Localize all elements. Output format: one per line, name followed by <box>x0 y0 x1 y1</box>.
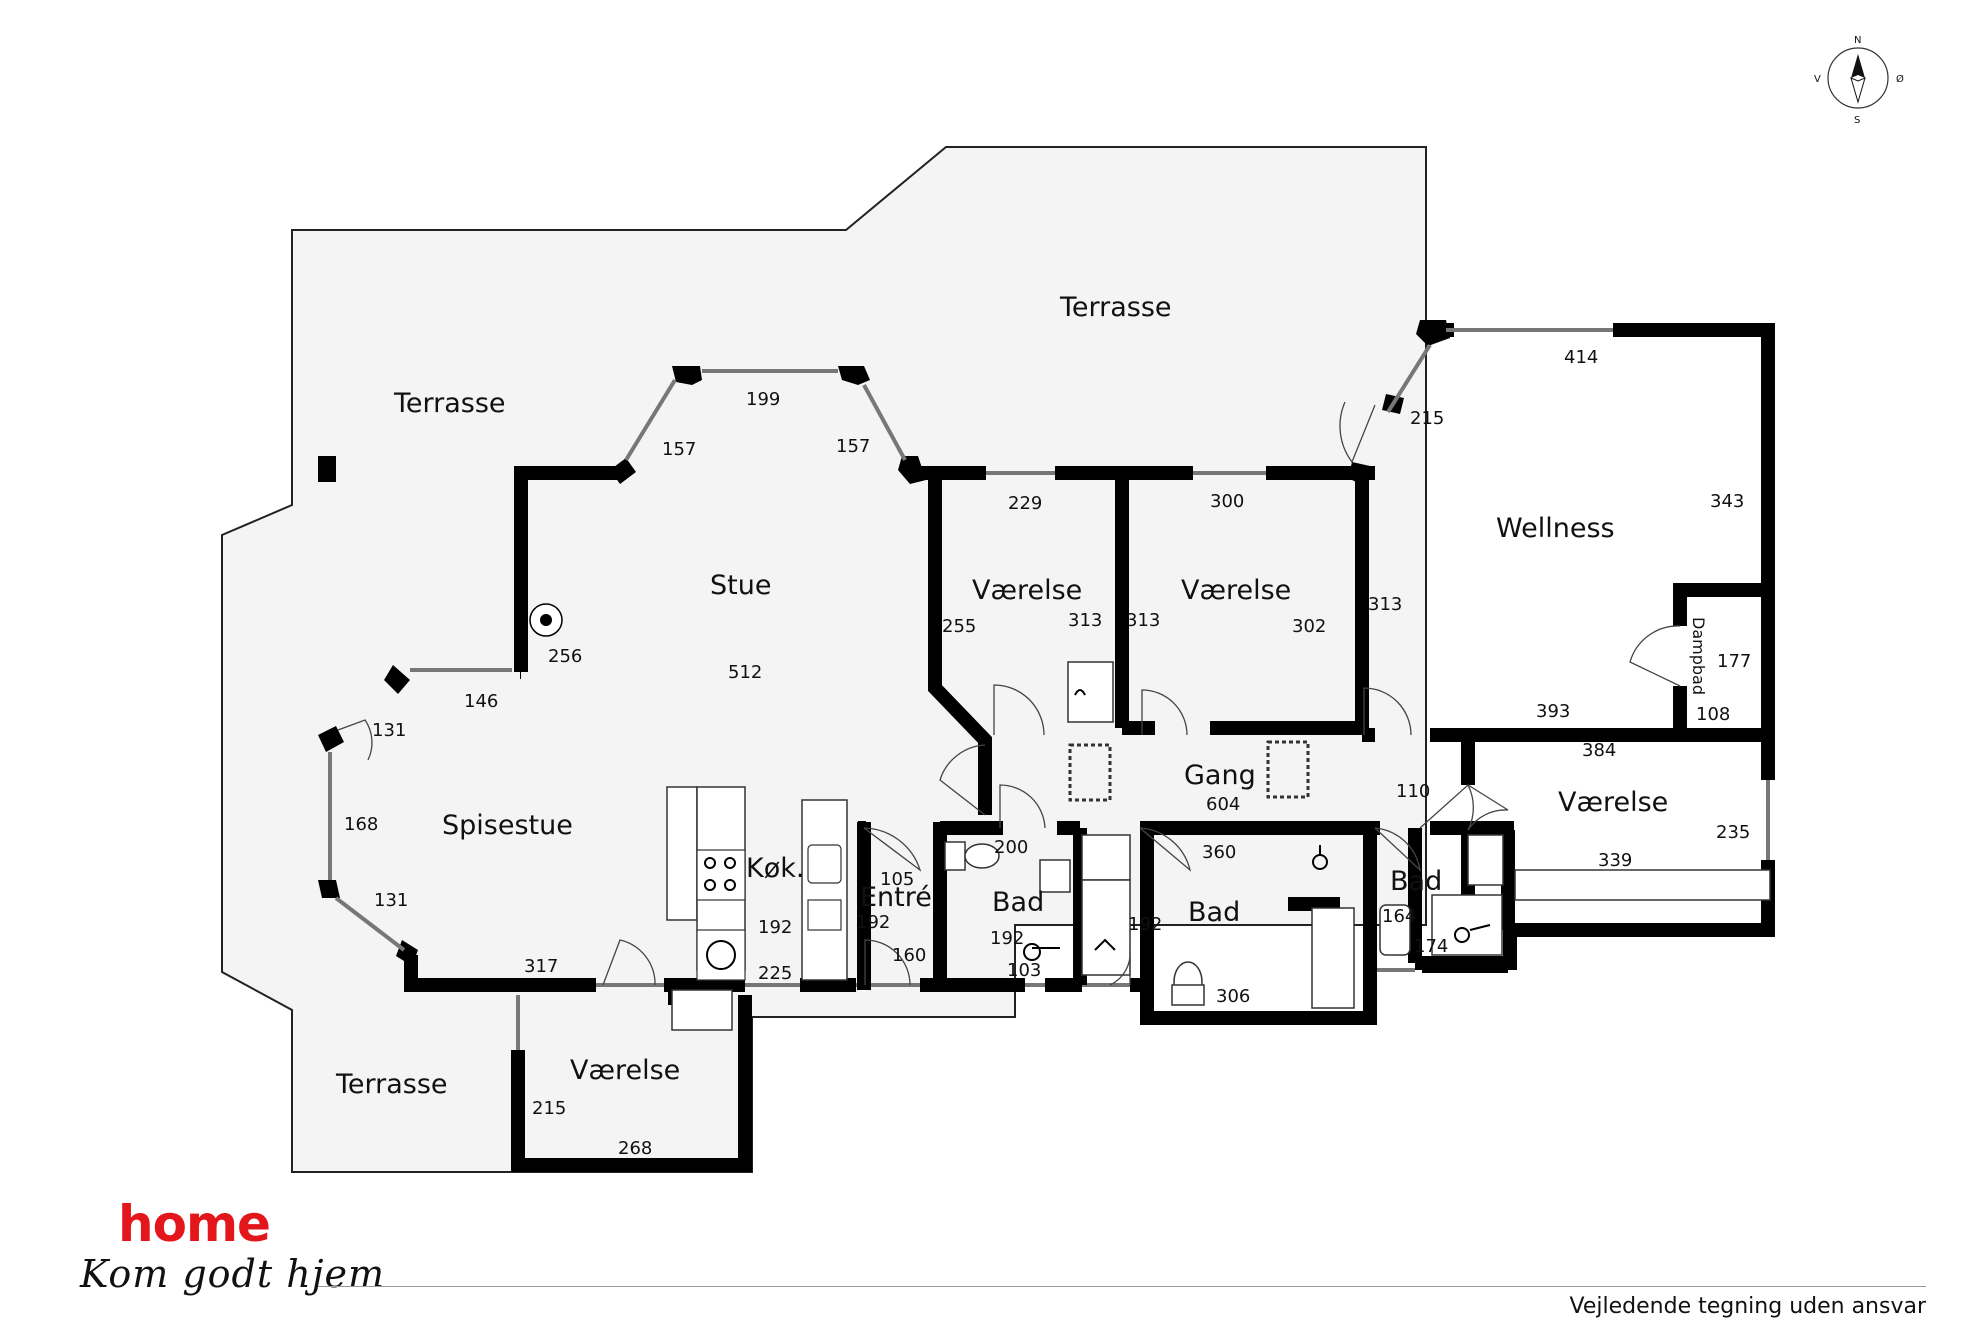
room-terrasse-top: Terrasse <box>1059 292 1172 323</box>
dim-label: 604 <box>1206 794 1240 815</box>
dim-label: 215 <box>1410 408 1444 429</box>
dim-label: 255 <box>942 616 976 637</box>
dim-label: 317 <box>524 956 558 977</box>
dim-label: 131 <box>374 890 408 911</box>
room-bad-1: Bad <box>992 887 1044 918</box>
room-gang: Gang <box>1184 760 1256 791</box>
brand-logo: home <box>118 1195 271 1253</box>
compass-icon: N S Ø V <box>1814 35 1904 126</box>
door-swings <box>337 401 1681 986</box>
dim-label: 192 <box>856 912 890 933</box>
room-terrasse-left: Terrasse <box>393 388 506 419</box>
dim-label: 339 <box>1598 850 1632 871</box>
room-vaerelse-3: Værelse <box>1558 787 1668 818</box>
dim-label: 157 <box>662 439 696 460</box>
dim-label: 313 <box>1126 610 1160 631</box>
dim-label: 192 <box>758 917 792 938</box>
dim-label: 343 <box>1710 491 1744 512</box>
dim-label: 235 <box>1716 822 1750 843</box>
dim-label: 512 <box>728 662 762 683</box>
compass-east: Ø <box>1896 73 1904 85</box>
room-spisestue: Spisestue <box>442 810 573 841</box>
dim-label: 414 <box>1564 347 1598 368</box>
kitchen-fixtures <box>666 786 848 1031</box>
room-bad-3: Bad <box>1390 866 1442 897</box>
dim-label: 360 <box>1202 842 1236 863</box>
disclaimer-text: Vejledende tegning uden ansvar <box>1569 1294 1926 1319</box>
windows <box>328 328 1770 1050</box>
dim-label: 313 <box>1368 594 1402 615</box>
room-kokken: Køk. <box>746 853 804 884</box>
fireplace-icon <box>529 603 563 637</box>
room-stue: Stue <box>710 570 771 601</box>
room-terrasse-bottom: Terrasse <box>335 1069 448 1100</box>
dim-label: 300 <box>1210 491 1244 512</box>
dim-label: 200 <box>994 837 1028 858</box>
footer-divider <box>318 1286 1926 1287</box>
dim-label: 108 <box>1696 704 1730 725</box>
compass-north: N <box>1854 35 1861 46</box>
dim-label: 177 <box>1717 651 1751 672</box>
dimension-labels: 199 157 157 256 512 146 131 168 131 317 … <box>344 347 1751 1159</box>
room-labels: Terrasse Terrasse Terrasse Stue Spisestu… <box>335 292 1708 1100</box>
room-vaerelse-4: Værelse <box>570 1055 680 1086</box>
dim-label: 105 <box>880 869 914 890</box>
dim-label: 157 <box>836 436 870 457</box>
room-vaerelse-2: Værelse <box>1181 575 1291 606</box>
compass-west: V <box>1814 74 1821 85</box>
dim-label: 131 <box>372 720 406 741</box>
room-entre: Entré <box>860 882 932 913</box>
dim-label: 192 <box>990 928 1024 949</box>
dim-label: 174 <box>1414 936 1448 957</box>
dim-label: 103 <box>1007 960 1041 981</box>
dim-label: 146 <box>464 691 498 712</box>
room-vaerelse-1: Værelse <box>972 575 1082 606</box>
dim-label: 384 <box>1582 740 1616 761</box>
dim-label: 268 <box>618 1138 652 1159</box>
dim-label: 110 <box>1396 781 1430 802</box>
dim-label: 393 <box>1536 701 1570 722</box>
dim-label: 313 <box>1068 610 1102 631</box>
dim-label: 215 <box>532 1098 566 1119</box>
dim-label: 192 <box>1128 914 1162 935</box>
bathroom-fixtures <box>944 661 1771 1009</box>
room-wellness: Wellness <box>1496 513 1615 544</box>
dim-label: 199 <box>746 389 780 410</box>
room-bad-2: Bad <box>1188 897 1240 928</box>
compass-south: S <box>1854 115 1860 126</box>
dim-label: 256 <box>548 646 582 667</box>
dim-label: 306 <box>1216 986 1250 1007</box>
dim-label: 164 <box>1382 906 1416 927</box>
dim-label: 160 <box>892 945 926 966</box>
dim-label: 225 <box>758 963 792 984</box>
room-dampbad: Dampbad <box>1689 617 1708 695</box>
brand-slogan: Kom godt hjem <box>80 1252 386 1296</box>
dim-label: 229 <box>1008 493 1042 514</box>
dim-label: 168 <box>344 814 378 835</box>
dim-label: 302 <box>1292 616 1326 637</box>
